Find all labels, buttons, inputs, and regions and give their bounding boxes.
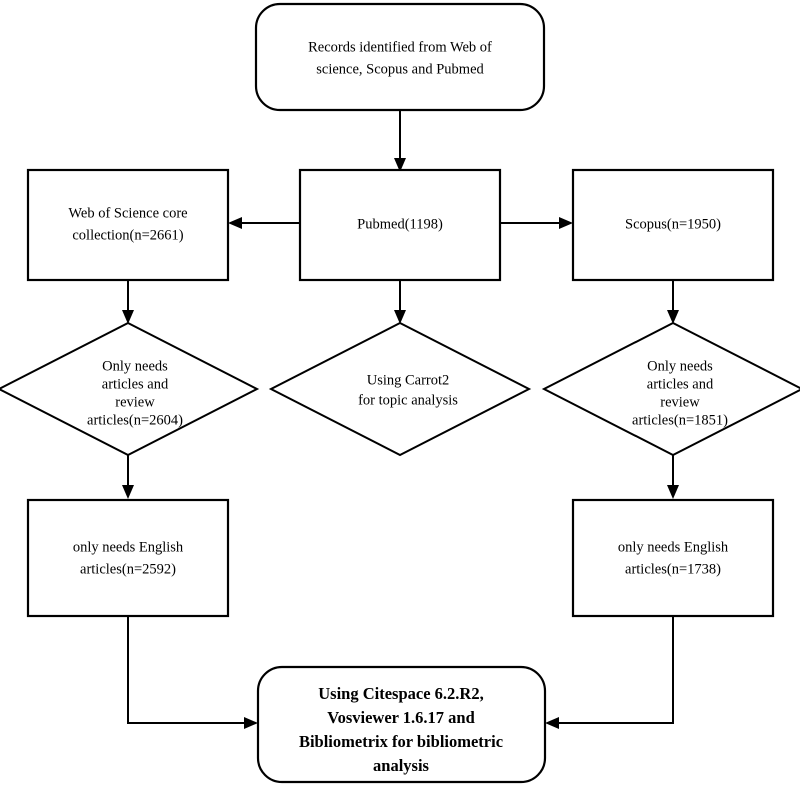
connector-wos-to-filter [122, 280, 134, 324]
connector-pubmed-to-filter [394, 280, 406, 324]
node-source-records-line-1: Records identified from Web of [308, 39, 492, 55]
node-analysis-shape [256, 665, 547, 784]
connector-source-to-pubmed [394, 110, 406, 172]
node-wos-filter[interactable]: Only needs articles and review articles(… [0, 321, 260, 457]
connector-pubmed-to-scopus [500, 217, 573, 229]
node-web-of-science-line-1: Web of Science core [68, 205, 187, 221]
node-scopus-english-shape [571, 498, 775, 618]
node-pubmed-filter-line-2: for topic analysis [358, 392, 458, 408]
node-analysis-line-4: analysis [373, 756, 430, 775]
node-analysis[interactable]: Using Citespace 6.2.R2, Vosviewer 1.6.17… [256, 665, 547, 784]
node-scopus-shape [571, 168, 775, 282]
node-scopus-english-line-1: only needs English [618, 539, 729, 555]
node-pubmed-filter-line-1: Using Carrot2 [367, 372, 450, 388]
connector-scopus-to-filter [667, 280, 679, 324]
node-scopus-line-1: Scopus(n=1950) [625, 216, 721, 232]
node-analysis-line-1: Using Citespace 6.2.R2, [318, 684, 483, 703]
node-scopus-filter-line-4: articles(n=1851) [632, 412, 728, 428]
node-wos-filter-shape [0, 321, 260, 457]
node-web-of-science[interactable]: Web of Science core collection(n=2661) [26, 168, 230, 282]
node-wos-filter-line-4: articles(n=2604) [87, 412, 183, 428]
node-pubmed-shape [298, 168, 502, 282]
node-wos-filter-line-3: review [115, 394, 155, 410]
node-source-records-shape [254, 2, 546, 112]
node-analysis-line-2: Vosviewer 1.6.17 and [327, 708, 475, 727]
node-wos-filter-line-2: articles and [102, 376, 169, 392]
node-source-records[interactable]: Records identified from Web of science, … [254, 2, 546, 112]
node-web-of-science-line-2: collection(n=2661) [72, 227, 183, 243]
node-pubmed-filter-shape [268, 321, 532, 457]
node-scopus-filter-line-1: Only needs [647, 358, 713, 374]
node-wos-english-shape [26, 498, 230, 618]
node-scopus-filter-line-2: articles and [647, 376, 714, 392]
node-wos-filter-line-1: Only needs [102, 358, 168, 374]
node-wos-english-line-2: articles(n=2592) [80, 561, 176, 577]
node-analysis-line-3: Bibliometrix for bibliometric [299, 732, 503, 751]
connector-pubmed-to-wos [228, 217, 300, 229]
node-pubmed-line-1: Pubmed(1198) [357, 216, 443, 232]
node-pubmed[interactable]: Pubmed(1198) [298, 168, 502, 282]
node-source-records-line-2: science, Scopus and Pubmed [316, 61, 484, 77]
node-wos-english-line-1: only needs English [73, 539, 184, 555]
node-web-of-science-shape [26, 168, 230, 282]
node-scopus-filter-line-3: review [660, 394, 700, 410]
connector-wosfilter-to-english [122, 455, 134, 499]
node-wos-english[interactable]: only needs English articles(n=2592) [26, 498, 230, 618]
node-scopus[interactable]: Scopus(n=1950) [571, 168, 775, 282]
node-scopus-english-line-2: articles(n=1738) [625, 561, 721, 577]
connector-scopusfilter-to-english [667, 455, 679, 499]
node-scopus-english[interactable]: only needs English articles(n=1738) [571, 498, 775, 618]
connector-wosenglish-to-analysis [127, 616, 258, 729]
node-scopus-filter-shape [541, 321, 800, 457]
connector-scopusenglish-to-analysis [545, 616, 674, 729]
node-pubmed-filter[interactable]: Using Carrot2 for topic analysis [268, 321, 532, 457]
node-scopus-filter[interactable]: Only needs articles and review articles(… [541, 321, 800, 457]
